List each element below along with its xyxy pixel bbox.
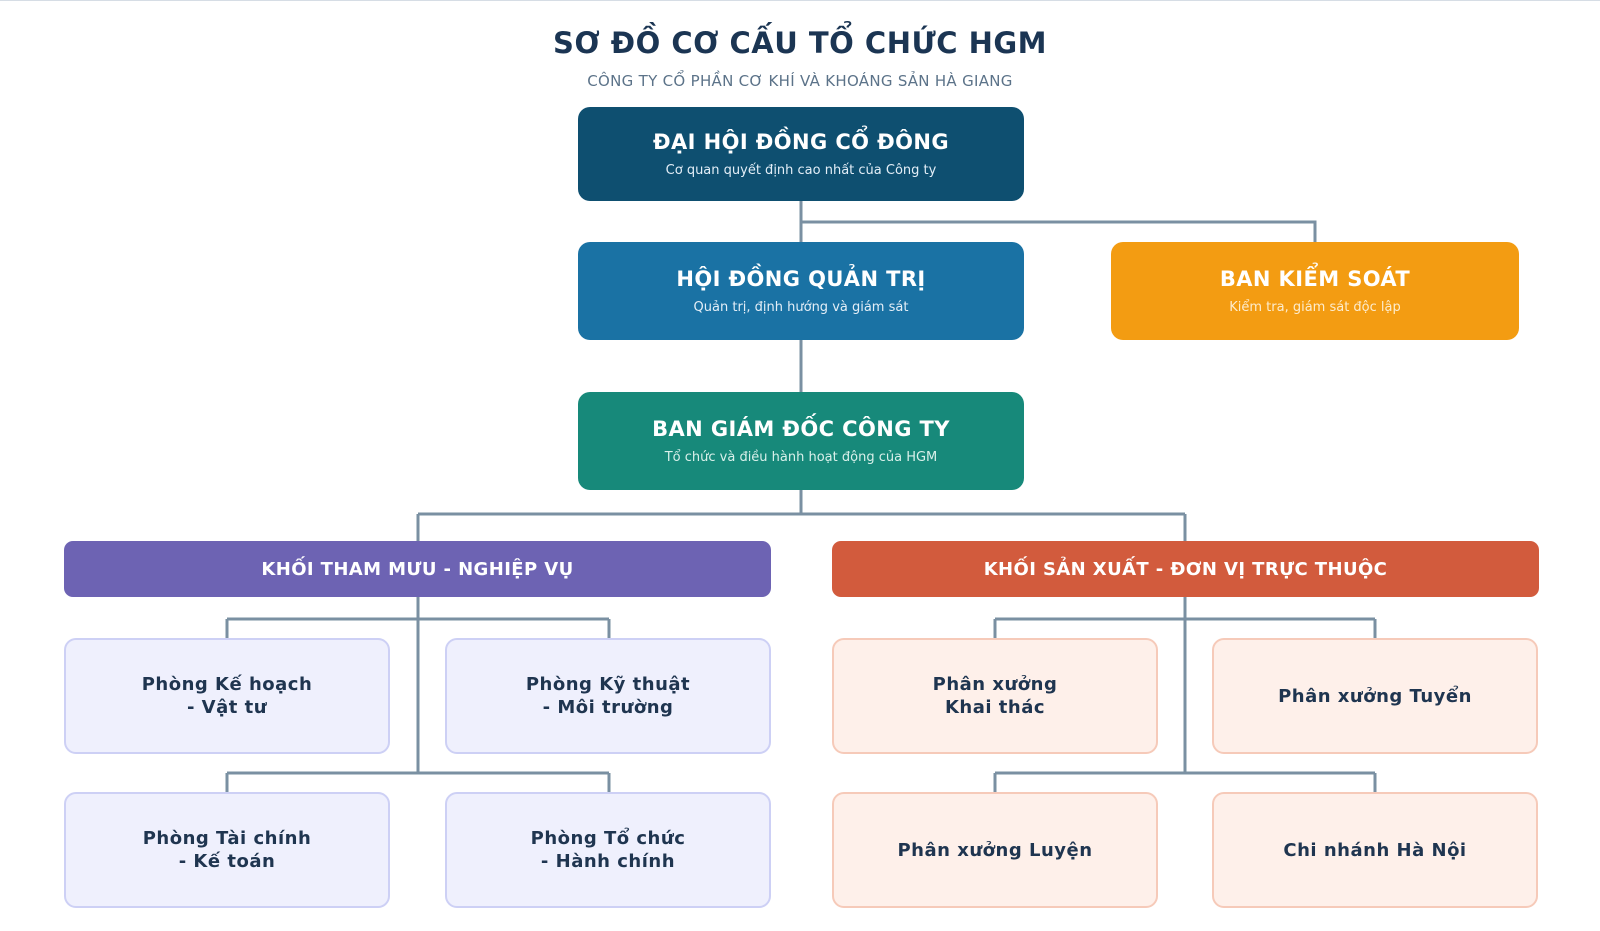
unit-phong-ke-hoach-vat-tu: Phòng Kế hoạch - Vật tư — [64, 638, 390, 754]
group-staff-header: KHỐI THAM MƯU - NGHIỆP VỤ — [64, 541, 771, 597]
unit-phong-ky-thuat-moi-truong: Phòng Kỹ thuật - Môi trường — [445, 638, 771, 754]
node-hoi-dong-quan-tri: HỘI ĐỒNG QUẢN TRỊ Quản trị, định hướng v… — [578, 242, 1024, 340]
unit-chi-nhanh-ha-noi: Chi nhánh Hà Nội — [1212, 792, 1538, 908]
node-description: Cơ quan quyết định cao nhất của Công ty — [665, 163, 937, 178]
connector-production-units — [993, 597, 1377, 792]
node-description: Tổ chức và điều hành hoạt động của HGM — [664, 450, 938, 465]
connector-staff-units — [225, 597, 611, 792]
unit-phan-xuong-luyen: Phân xưởng Luyện — [832, 792, 1158, 908]
node-description: Quản trị, định hướng và giám sát — [693, 300, 909, 315]
connector-dhdcd-bks — [801, 220, 1317, 242]
company-subtitle: CÔNG TY CỔ PHẦN CƠ KHÍ VÀ KHOÁNG SẢN HÀ … — [587, 72, 1013, 90]
node-title: BAN KIỂM SOÁT — [1219, 267, 1411, 291]
node-title: HỘI ĐỒNG QUẢN TRỊ — [676, 267, 926, 291]
unit-phan-xuong-khai-thac: Phân xưởng Khai thác — [832, 638, 1158, 754]
unit-phong-to-chuc-hanh-chinh: Phòng Tổ chức - Hành chính — [445, 792, 771, 908]
node-dai-hoi-dong-co-dong: ĐẠI HỘI ĐỒNG CỔ ĐÔNG Cơ quan quyết định … — [578, 107, 1024, 201]
chart-title: SƠ ĐỒ CƠ CẤU TỔ CHỨC HGM — [552, 26, 1048, 60]
node-description: Kiểm tra, giám sát độc lập — [1229, 300, 1401, 315]
node-ban-giam-doc: BAN GIÁM ĐỐC CÔNG TY Tổ chức và điều hàn… — [578, 392, 1024, 490]
group-production-header: KHỐI SẢN XUẤT - ĐƠN VỊ TRỰC THUỘC — [832, 541, 1539, 597]
unit-phong-tai-chinh-ke-toan: Phòng Tài chính - Kế toán — [64, 792, 390, 908]
top-border — [0, 0, 1600, 1]
unit-phan-xuong-tuyen: Phân xưởng Tuyển — [1212, 638, 1538, 754]
connector-bgd-groups — [416, 490, 1187, 541]
node-title: ĐẠI HỘI ĐỒNG CỔ ĐÔNG — [653, 130, 949, 154]
node-ban-kiem-soat: BAN KIỂM SOÁT Kiểm tra, giám sát độc lập — [1111, 242, 1519, 340]
node-title: BAN GIÁM ĐỐC CÔNG TY — [652, 417, 950, 441]
